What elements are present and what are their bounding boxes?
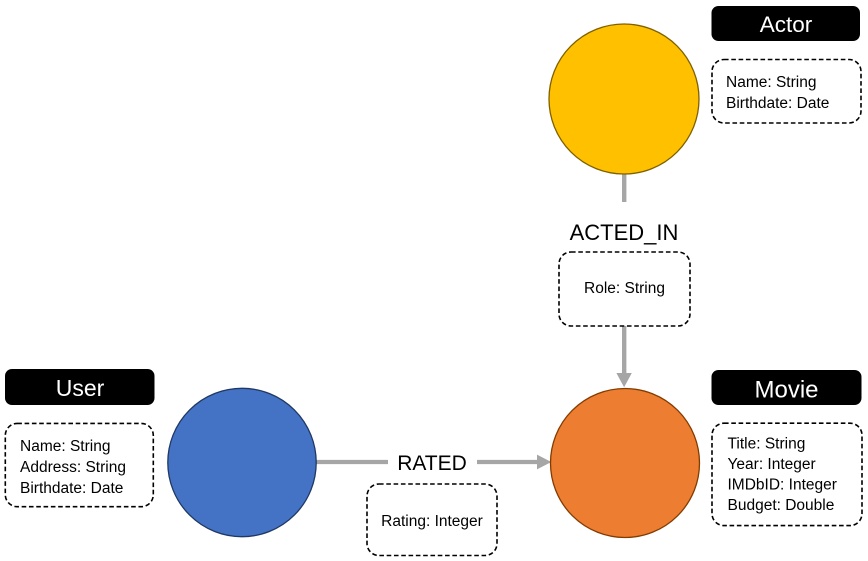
svg-text:RATED: RATED — [397, 452, 467, 475]
svg-text:Rating: Integer: Rating: Integer — [381, 513, 483, 530]
svg-text:Budget: Double: Budget: Double — [728, 497, 835, 514]
svg-text:Movie: Movie — [754, 377, 818, 404]
svg-text:IMDbID: Integer: IMDbID: Integer — [728, 477, 837, 494]
svg-text:Birthdate: Date: Birthdate: Date — [20, 480, 123, 497]
svg-text:Name: String: Name: String — [20, 438, 110, 455]
svg-text:Address: String: Address: String — [20, 459, 126, 476]
svg-text:ACTED_IN: ACTED_IN — [570, 220, 679, 245]
svg-text:Birthdate: Date: Birthdate: Date — [726, 95, 829, 112]
svg-text:Name: String: Name: String — [726, 74, 816, 91]
svg-text:Actor: Actor — [760, 12, 813, 37]
svg-text:Role: String: Role: String — [584, 280, 665, 297]
svg-text:Year: Integer: Year: Integer — [728, 456, 816, 473]
svg-text:User: User — [56, 375, 105, 401]
svg-text:Title: String: Title: String — [728, 436, 806, 453]
